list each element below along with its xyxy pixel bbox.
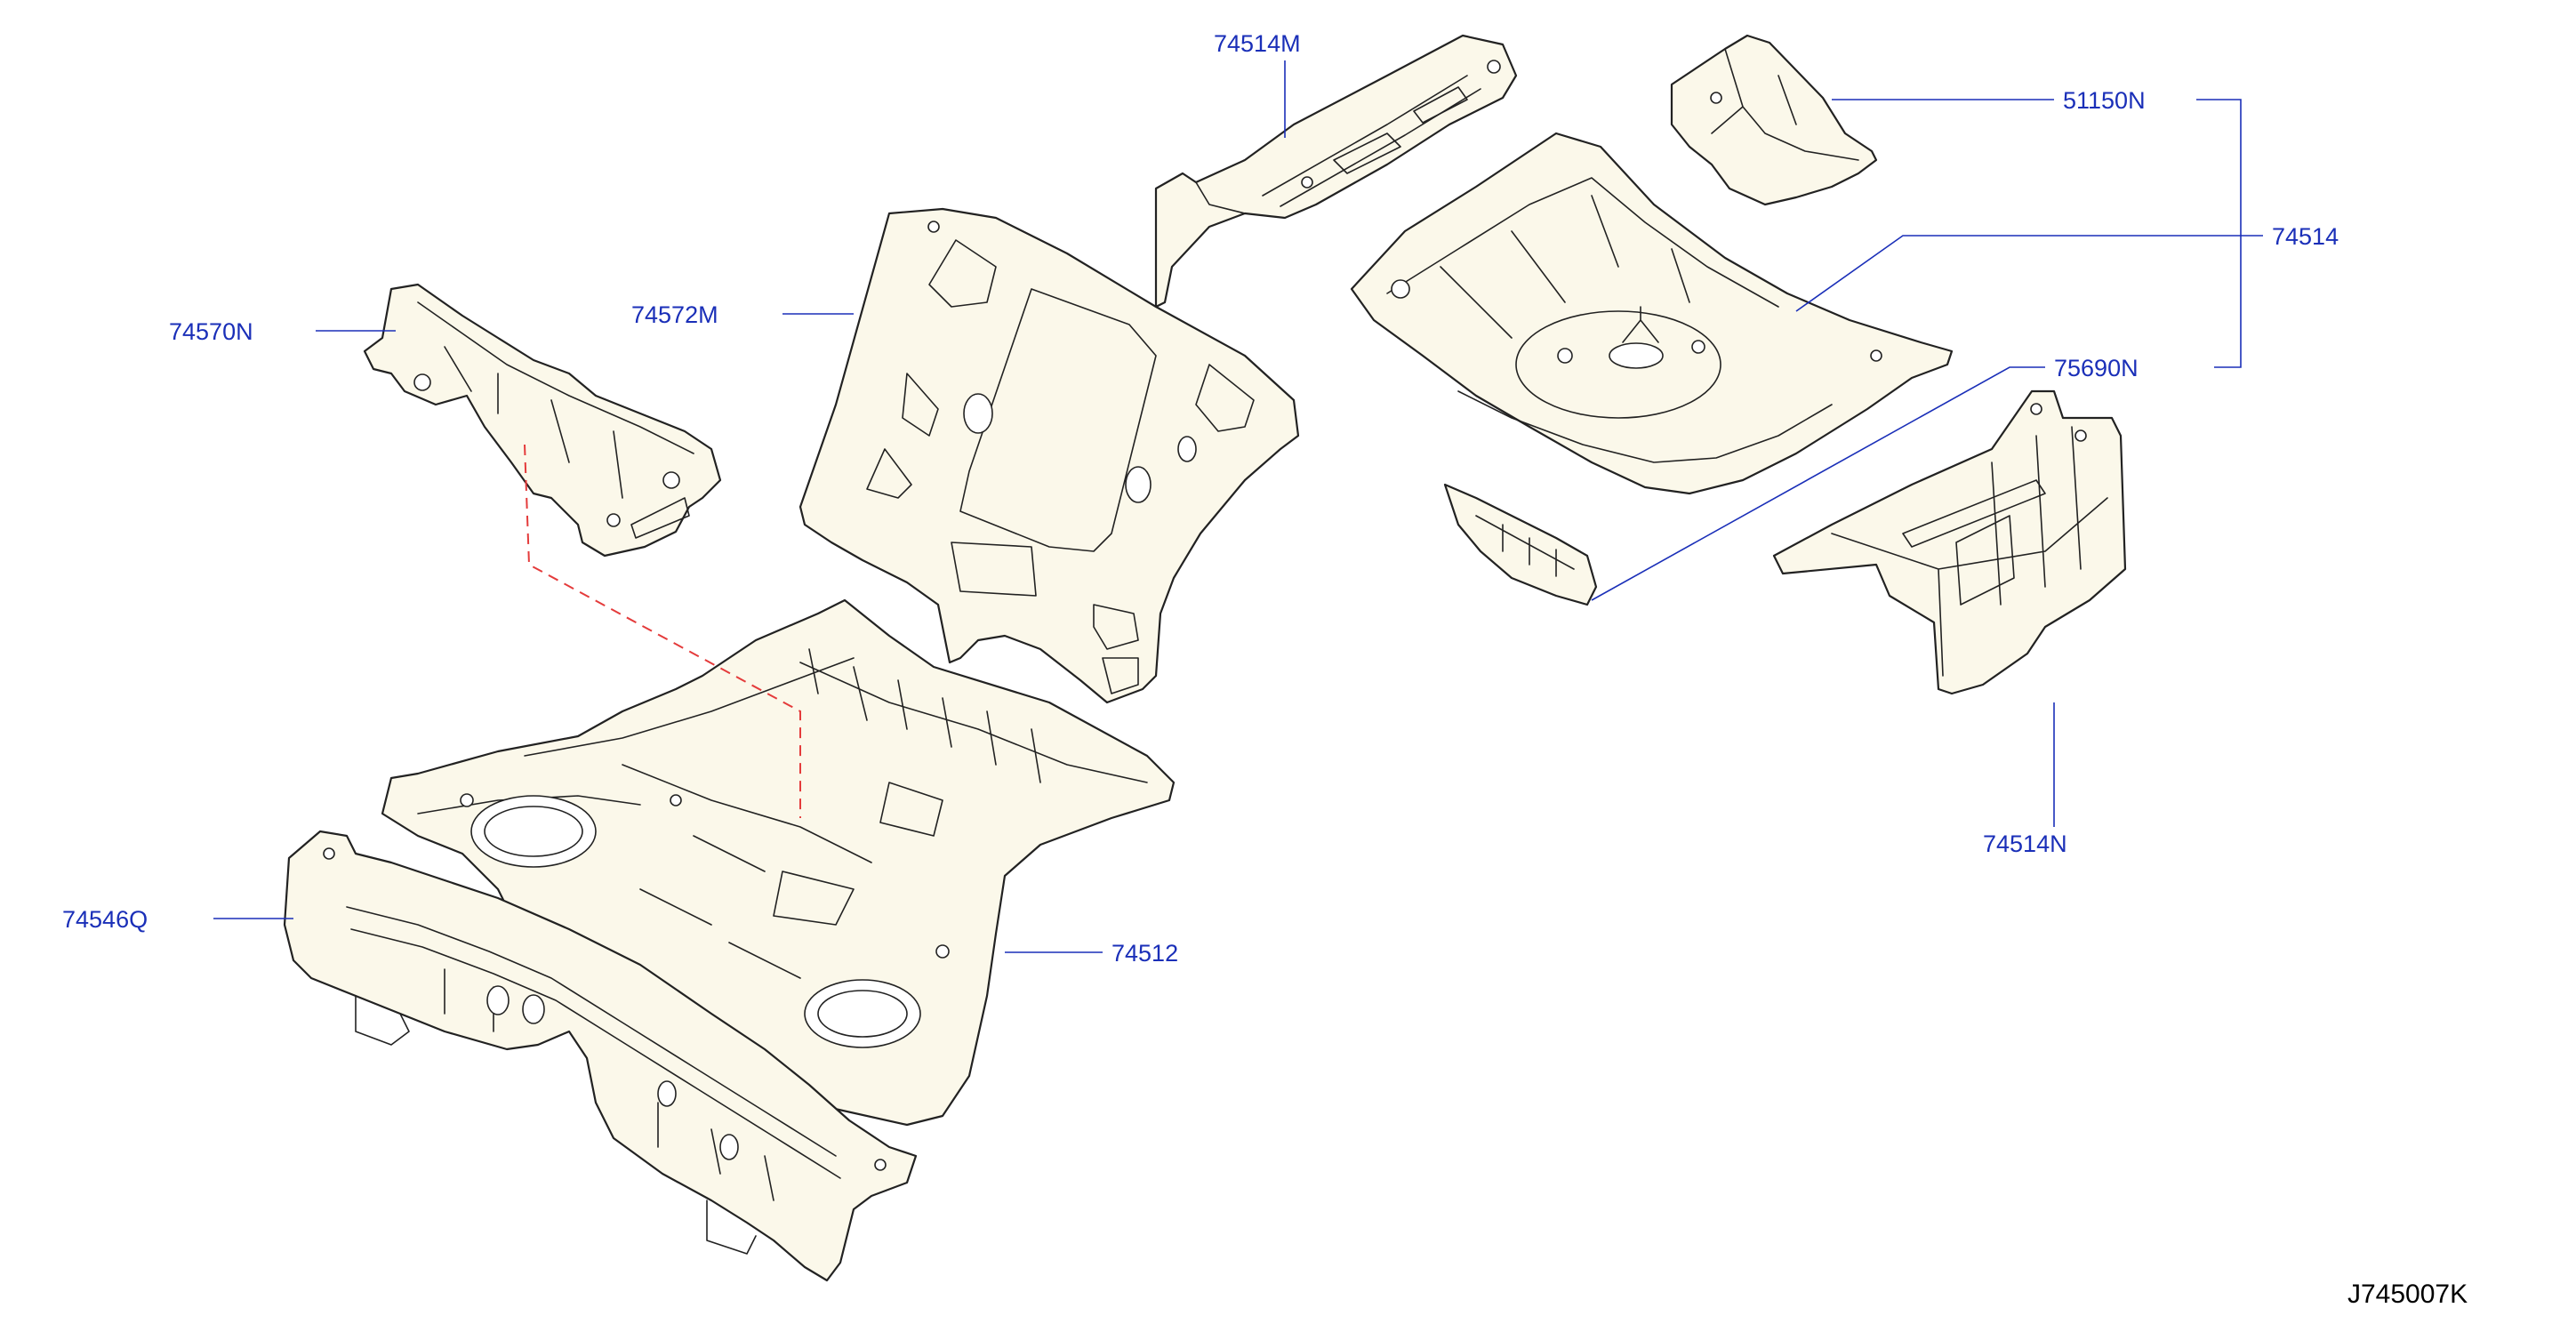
label-74570n: 74570N (169, 318, 253, 345)
label-74512: 74512 (1111, 940, 1178, 967)
leader-lines (213, 60, 2263, 953)
label-51150n: 51150N (2063, 87, 2146, 114)
part-51150n-shape (1670, 34, 1878, 206)
part-74572m-shape (798, 207, 1300, 704)
part-74570n-shape (363, 283, 722, 558)
part-74514n-shape (1772, 389, 2127, 695)
label-74572m: 74572M (631, 301, 718, 328)
leader-bracket-group (2196, 99, 2242, 368)
diagram-code: J745007K (2347, 1280, 2468, 1309)
dashed-reference-line (524, 444, 801, 818)
part-74514-shape (1350, 132, 1954, 495)
label-74546q: 74546Q (62, 906, 148, 933)
label-74514m: 74514M (1214, 30, 1301, 57)
leader-74514 (1795, 235, 2263, 312)
part-74546q-shape (283, 830, 918, 1282)
leader-75690n (1591, 366, 2045, 601)
part-74512-shape (381, 598, 1176, 1127)
part-75690n-shape (1443, 483, 1598, 606)
label-74514: 74514 (2272, 223, 2339, 250)
label-75690n: 75690N (2054, 355, 2139, 381)
part-74514m-shape (1154, 34, 1518, 309)
label-74514n: 74514N (1983, 831, 2067, 857)
